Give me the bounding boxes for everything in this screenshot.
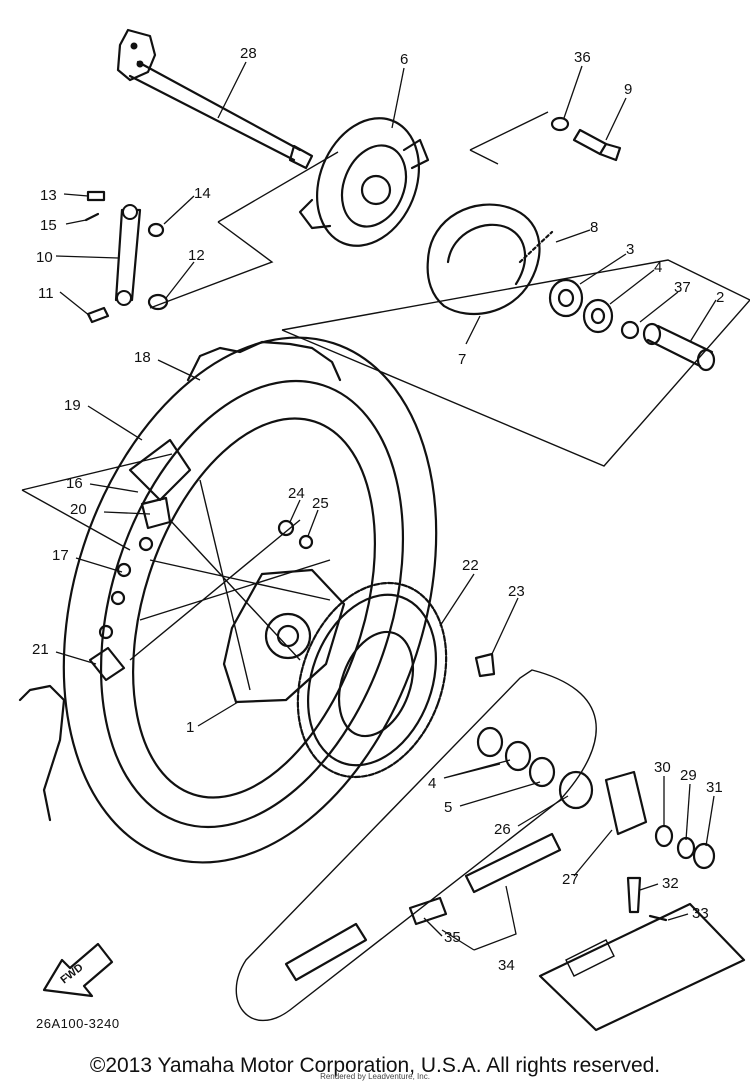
callout-6: 6 [400,51,408,68]
callout-4-top: 4 [654,259,662,276]
callout-37: 37 [674,279,691,296]
brake-shoes [426,203,554,316]
brake-cam-assembly [550,116,622,162]
rim-band-and-locks [88,438,192,682]
callout-24: 24 [288,485,305,502]
rear-wheel [18,336,438,864]
callout-5: 5 [444,799,452,816]
rear-axle [116,28,314,170]
assembly-outline-lines [21,111,750,551]
callout-23: 23 [508,583,525,600]
tension-bar-assembly [84,190,169,324]
callout-10: 10 [36,249,53,266]
callout-16: 16 [66,475,83,492]
callout-3: 3 [626,241,634,258]
callout-29: 29 [680,767,697,784]
forward-direction-arrow: FWD [42,942,114,998]
callout-9: 9 [624,81,632,98]
callout-26: 26 [494,821,511,838]
rendered-by-watermark: Rendered by Leadventure, Inc. [320,1072,430,1081]
callout-11: 11 [38,285,54,302]
rear-sprocket [296,581,496,779]
callout-15: 15 [40,217,57,234]
brake-shoe-plate [298,117,430,247]
callout-30: 30 [654,759,671,776]
callout-12: 12 [188,247,205,264]
callout-21: 21 [32,641,49,658]
callout-19: 19 [64,397,81,414]
callout-1: 1 [186,719,194,736]
callout-27: 27 [562,871,579,888]
callout-numbers: 28 6 36 9 13 14 15 10 12 11 8 3 4 37 2 7… [32,45,724,974]
callout-7: 7 [458,351,466,368]
callout-13: 13 [40,187,57,204]
callout-25: 25 [312,495,329,512]
callout-34: 34 [498,957,515,974]
callout-32: 32 [662,875,679,892]
callout-4-bottom: 4 [428,775,436,792]
callout-28: 28 [240,45,257,62]
callout-22: 22 [462,557,479,574]
callout-31: 31 [706,779,723,796]
callout-20: 20 [70,501,87,518]
callout-14: 14 [194,185,211,202]
sprocket-fasteners [98,519,314,640]
callout-2: 2 [716,289,724,306]
callout-33: 33 [692,905,709,922]
fwd-label: FWD [58,961,85,986]
swingarm-end [538,902,746,1032]
hub-bearings-right [548,278,716,372]
hub-bearings-left [476,726,716,922]
diagram-code: 26A100-3240 [36,1016,120,1031]
copyright-notice: ©2013 Yamaha Motor Corporation, U.S.A. A… [89,1054,661,1077]
callout-36: 36 [574,49,591,66]
callout-17: 17 [52,547,69,564]
callout-35: 35 [444,929,461,946]
callout-18: 18 [134,349,151,366]
callout-8: 8 [590,219,598,236]
drive-chain [235,669,597,1022]
rear-hub [222,568,346,704]
callout-leaders [55,61,717,951]
